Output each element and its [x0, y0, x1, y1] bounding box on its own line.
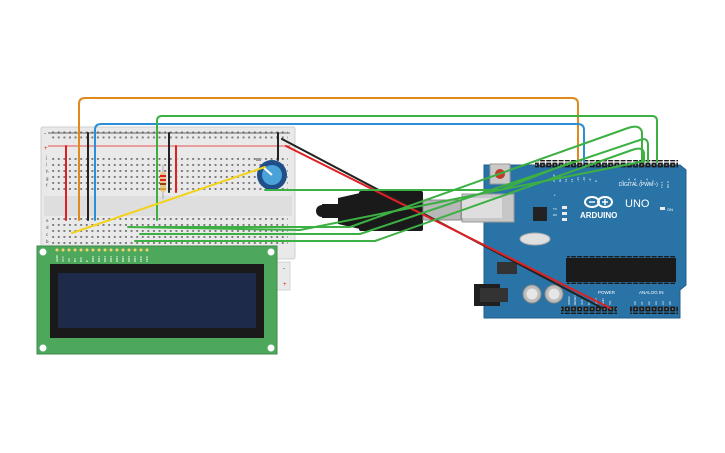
- svg-text:RX: RX: [553, 213, 557, 217]
- svg-text:~3: ~3: [645, 178, 649, 182]
- voltage-regulator: [497, 262, 517, 274]
- resistor: [160, 165, 166, 199]
- wire-green: [127, 161, 641, 231]
- svg-text:V0: V0: [67, 258, 71, 262]
- on-label: ON: [667, 207, 673, 212]
- rail-plus-label: +: [44, 146, 48, 152]
- arduino-model: UNO: [625, 198, 650, 210]
- svg-text:A4: A4: [661, 301, 665, 305]
- svg-text:DB5: DB5: [121, 256, 125, 262]
- svg-text:Vin: Vin: [608, 300, 612, 305]
- svg-text:g: g: [46, 176, 49, 181]
- svg-text:A3: A3: [654, 301, 658, 305]
- svg-text:RW: RW: [79, 257, 83, 262]
- crystal: [519, 232, 551, 246]
- svg-text:i: i: [46, 162, 47, 167]
- svg-text:h: h: [46, 169, 49, 174]
- svg-text:7: 7: [621, 180, 625, 182]
- wire-blue: [94, 123, 585, 221]
- svg-text:DB2: DB2: [103, 256, 107, 262]
- digital-label: DIGITAL (PWM~): [619, 182, 658, 188]
- svg-text:-: -: [283, 266, 285, 272]
- svg-text:DB6: DB6: [127, 256, 131, 262]
- wire-green: [139, 138, 649, 235]
- svg-text:DB4: DB4: [115, 256, 119, 262]
- svg-text:GND: GND: [601, 298, 605, 306]
- wire-orange: [78, 97, 579, 221]
- svg-text:A0: A0: [633, 301, 637, 305]
- svg-text:13: 13: [564, 178, 568, 182]
- lcd-screen: [58, 273, 256, 328]
- svg-text:d: d: [46, 225, 49, 230]
- svg-text:~6: ~6: [627, 178, 631, 182]
- analog-header: [630, 306, 678, 314]
- svg-text:DB1: DB1: [97, 256, 101, 262]
- svg-text:A5: A5: [668, 301, 672, 305]
- svg-text:VCC: VCC: [61, 256, 65, 262]
- usb-chip: [533, 207, 547, 221]
- svg-text:j: j: [45, 155, 47, 160]
- svg-text:RX 0: RX 0: [666, 181, 670, 188]
- atmega-chip: [566, 256, 676, 284]
- lcd-header-pins: [55, 248, 149, 252]
- analog-pin-labels: A0 A1 A2 A3 A4 A5: [633, 301, 672, 305]
- svg-text:L: L: [554, 193, 556, 197]
- svg-text:TX 1: TX 1: [660, 181, 664, 188]
- status-leds: L TX RX: [553, 193, 567, 221]
- svg-text:c: c: [46, 232, 48, 237]
- svg-text:4: 4: [639, 180, 643, 182]
- svg-text:A1: A1: [640, 301, 644, 305]
- wire-red: [285, 145, 611, 309]
- svg-text:RS: RS: [73, 258, 77, 262]
- svg-text:f: f: [46, 183, 48, 188]
- lcd-pin-labels: GND VCC V0 RS RW E DB0 DB1 DB2 DB3 DB4 D…: [55, 254, 149, 262]
- wires[interactable]: [65, 97, 658, 309]
- svg-text:DB7: DB7: [133, 256, 137, 262]
- svg-text:~5: ~5: [633, 178, 637, 182]
- arduino-logo-icon: [584, 196, 613, 208]
- on-led: [660, 207, 665, 210]
- svg-text:~10: ~10: [582, 177, 586, 182]
- svg-text:RESET: RESET: [573, 295, 577, 305]
- power-header: [561, 306, 617, 314]
- svg-text:DB0: DB0: [91, 256, 95, 262]
- svg-text:~11: ~11: [576, 177, 580, 182]
- wire-yellow: [71, 166, 266, 234]
- svg-text:LED: LED: [145, 255, 149, 262]
- svg-text:LED: LED: [139, 255, 143, 262]
- svg-text:DB3: DB3: [109, 256, 113, 262]
- svg-text:GND: GND: [55, 254, 59, 262]
- power-label: POWER: [598, 290, 616, 295]
- arduino-brand: ARDUINO: [580, 211, 617, 220]
- breadboard-rail-stub: - +: [275, 261, 291, 291]
- rail-minus-label: -: [44, 131, 46, 137]
- svg-text:12: 12: [570, 178, 574, 182]
- svg-text:IOREF: IOREF: [567, 296, 571, 305]
- wire-green: [145, 125, 643, 228]
- svg-text:+: +: [283, 282, 287, 288]
- svg-text:E: E: [85, 260, 89, 262]
- analog-label: ANALOG IN: [639, 290, 664, 295]
- svg-text:2: 2: [651, 180, 655, 182]
- svg-text:TX: TX: [553, 207, 557, 211]
- svg-text:8: 8: [594, 180, 598, 182]
- svg-text:e: e: [46, 218, 49, 223]
- digital-header: [535, 160, 678, 168]
- wire-green: [156, 115, 658, 221]
- lcd-module[interactable]: GND VCC V0 RS RW E DB0 DB1 DB2 DB3 DB4 D…: [36, 245, 278, 355]
- wire-green: [264, 161, 573, 191]
- wire-green: [134, 147, 645, 242]
- dc-barrel-jack: [474, 284, 508, 306]
- svg-text:A2: A2: [647, 301, 651, 305]
- svg-text:5V: 5V: [587, 301, 591, 305]
- svg-text:b: b: [46, 239, 49, 244]
- svg-text:3V3: 3V3: [580, 299, 584, 305]
- arduino-uno[interactable]: DIGITAL (PWM~) AREF GND 13 12 ~11 ~10 ~9…: [483, 160, 687, 319]
- svg-text:~9: ~9: [588, 178, 592, 182]
